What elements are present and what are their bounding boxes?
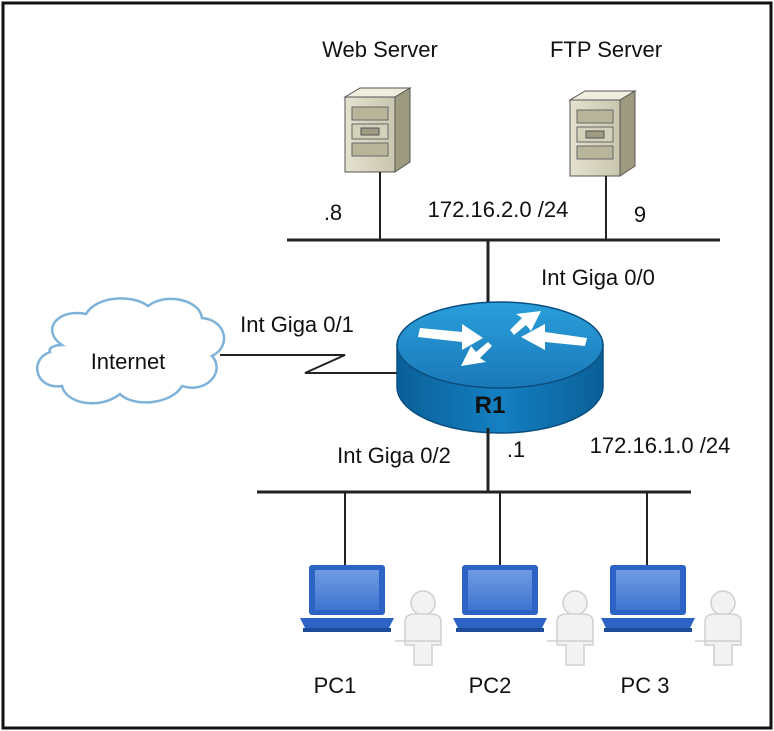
router-int-giga-0-2: Int Giga 0/2 xyxy=(337,443,451,468)
ftp-server-host-address: 9 xyxy=(634,202,646,227)
pc2-label: PC2 xyxy=(469,673,512,698)
pc2: PC2 xyxy=(453,565,594,698)
user-icon xyxy=(695,590,742,666)
server-icon xyxy=(568,90,637,177)
router-arrow-icon xyxy=(510,311,541,335)
laptop-icon xyxy=(601,565,695,632)
cloud-icon xyxy=(36,297,226,405)
web-server-host-address: .8 xyxy=(324,200,342,225)
router-arrow-icon xyxy=(418,324,483,350)
server-icon xyxy=(343,87,412,173)
ftp-server-label: FTP Server xyxy=(550,37,662,62)
internet-cloud: Internet xyxy=(36,297,226,405)
user-icon xyxy=(395,590,442,666)
pc-lan-network: 172.16.1.0 /24 xyxy=(590,433,731,458)
pc1-label: PC1 xyxy=(314,673,357,698)
router-arrow-icon xyxy=(521,324,587,350)
laptop-icon xyxy=(300,565,394,632)
router-lan-host-address: .1 xyxy=(507,437,525,462)
router-arrow-icon xyxy=(461,342,492,366)
internet-serial-link xyxy=(220,354,398,374)
user-icon xyxy=(547,590,594,666)
pc1: PC1 xyxy=(300,565,442,698)
server-lan-network: 172.16.2.0 /24 xyxy=(428,197,569,222)
laptop-icon xyxy=(453,565,547,632)
router-int-giga-0-1: Int Giga 0/1 xyxy=(240,312,354,337)
router-label: R1 xyxy=(475,392,506,419)
router-icon xyxy=(396,301,604,434)
router-r1: R1 xyxy=(396,301,604,434)
internet-label: Internet xyxy=(91,349,166,374)
web-server: Web Server .8 xyxy=(322,37,438,225)
pc3: PC 3 xyxy=(601,565,742,698)
router-int-giga-0-0: Int Giga 0/0 xyxy=(541,265,655,290)
pc3-label: PC 3 xyxy=(621,673,670,698)
ftp-server: FTP Server 9 xyxy=(550,37,662,227)
web-server-label: Web Server xyxy=(322,37,438,62)
